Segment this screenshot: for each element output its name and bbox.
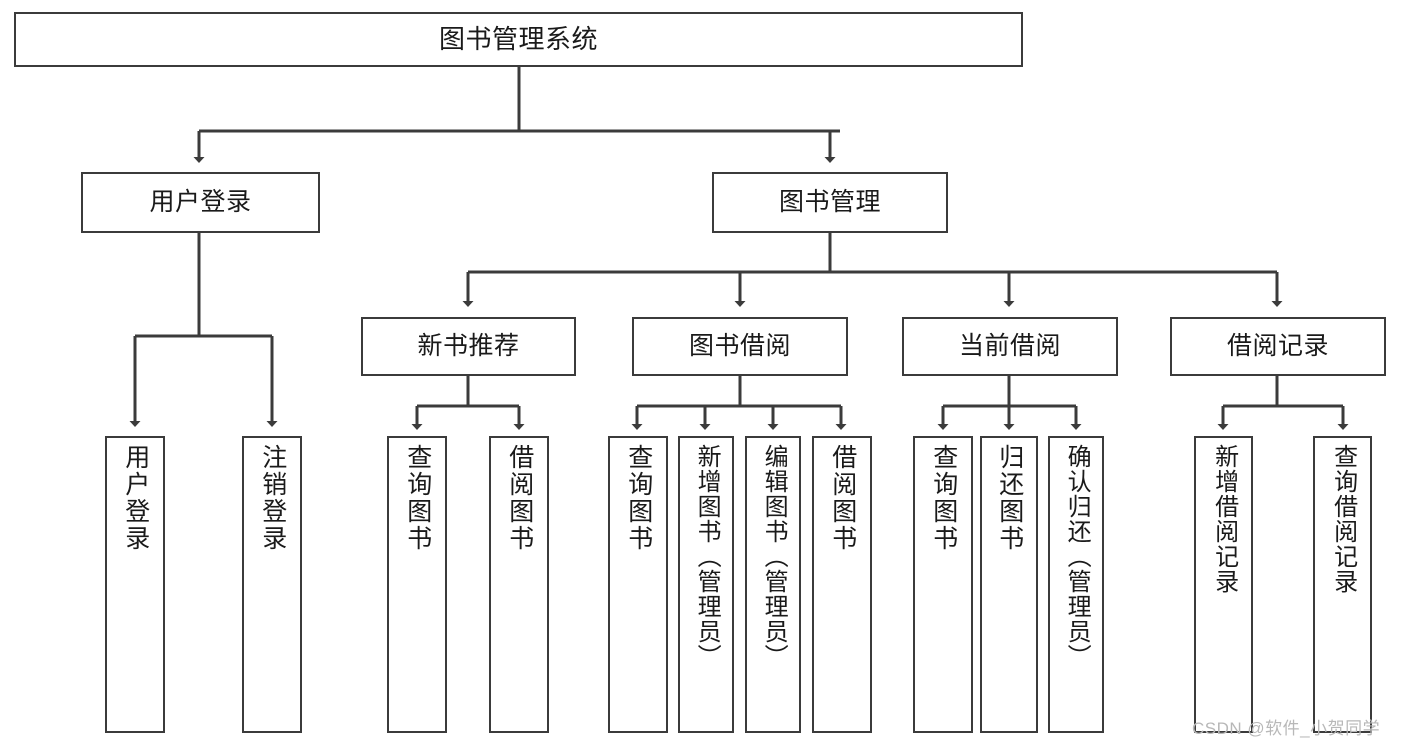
leaf-logout-login[interactable]: 注销登录 — [242, 436, 302, 733]
node-label: 用户登录 — [149, 187, 252, 216]
node-label: 查询借阅记录 — [1329, 444, 1357, 594]
node-label: 编辑图书（管理员） — [760, 444, 788, 669]
node-user-login[interactable]: 用户登录 — [81, 172, 320, 233]
node-label: 查询图书 — [403, 444, 432, 552]
node-label: 查询图书 — [929, 444, 958, 552]
leaf-confirm-return[interactable]: 确认归还（管理员） — [1048, 436, 1104, 733]
leaf-query-record[interactable]: 查询借阅记录 — [1313, 436, 1372, 733]
leaf-query-book-1[interactable]: 查询图书 — [387, 436, 447, 733]
node-root-system[interactable]: 图书管理系统 — [14, 12, 1023, 67]
node-label: 新书推荐 — [417, 331, 520, 360]
node-book-borrow[interactable]: 图书借阅 — [632, 317, 848, 376]
leaf-return-book[interactable]: 归还图书 — [980, 436, 1038, 733]
node-borrow-record[interactable]: 借阅记录 — [1170, 317, 1386, 376]
node-label: 确认归还（管理员） — [1063, 444, 1091, 669]
node-label: 归还图书 — [995, 444, 1024, 552]
node-new-book-recommend[interactable]: 新书推荐 — [361, 317, 576, 376]
node-label: 图书管理 — [778, 187, 881, 216]
node-label: 注销登录 — [258, 444, 287, 552]
node-label: 图书管理系统 — [438, 24, 598, 55]
leaf-edit-book[interactable]: 编辑图书（管理员） — [745, 436, 801, 733]
node-label: 图书借阅 — [688, 331, 791, 360]
node-book-manage[interactable]: 图书管理 — [712, 172, 948, 233]
node-label: 用户登录 — [121, 444, 150, 552]
leaf-query-book-2[interactable]: 查询图书 — [608, 436, 668, 733]
node-label: 新增图书（管理员） — [693, 444, 721, 669]
leaf-borrow-book-2[interactable]: 借阅图书 — [812, 436, 872, 733]
leaf-add-book[interactable]: 新增图书（管理员） — [678, 436, 734, 733]
leaf-user-login[interactable]: 用户登录 — [105, 436, 165, 733]
leaf-query-book-3[interactable]: 查询图书 — [913, 436, 973, 733]
leaf-borrow-book-1[interactable]: 借阅图书 — [489, 436, 549, 733]
node-label: 借阅图书 — [505, 444, 534, 552]
node-label: 当前借阅 — [958, 331, 1061, 360]
node-label: 借阅图书 — [828, 444, 857, 552]
node-label: 借阅记录 — [1226, 331, 1329, 360]
node-label: 查询图书 — [624, 444, 653, 552]
node-label: 新增借阅记录 — [1210, 444, 1238, 594]
node-current-borrow[interactable]: 当前借阅 — [902, 317, 1118, 376]
watermark-text: CSDN @软件_小贺同学 — [1192, 719, 1381, 738]
leaf-add-record[interactable]: 新增借阅记录 — [1194, 436, 1253, 733]
